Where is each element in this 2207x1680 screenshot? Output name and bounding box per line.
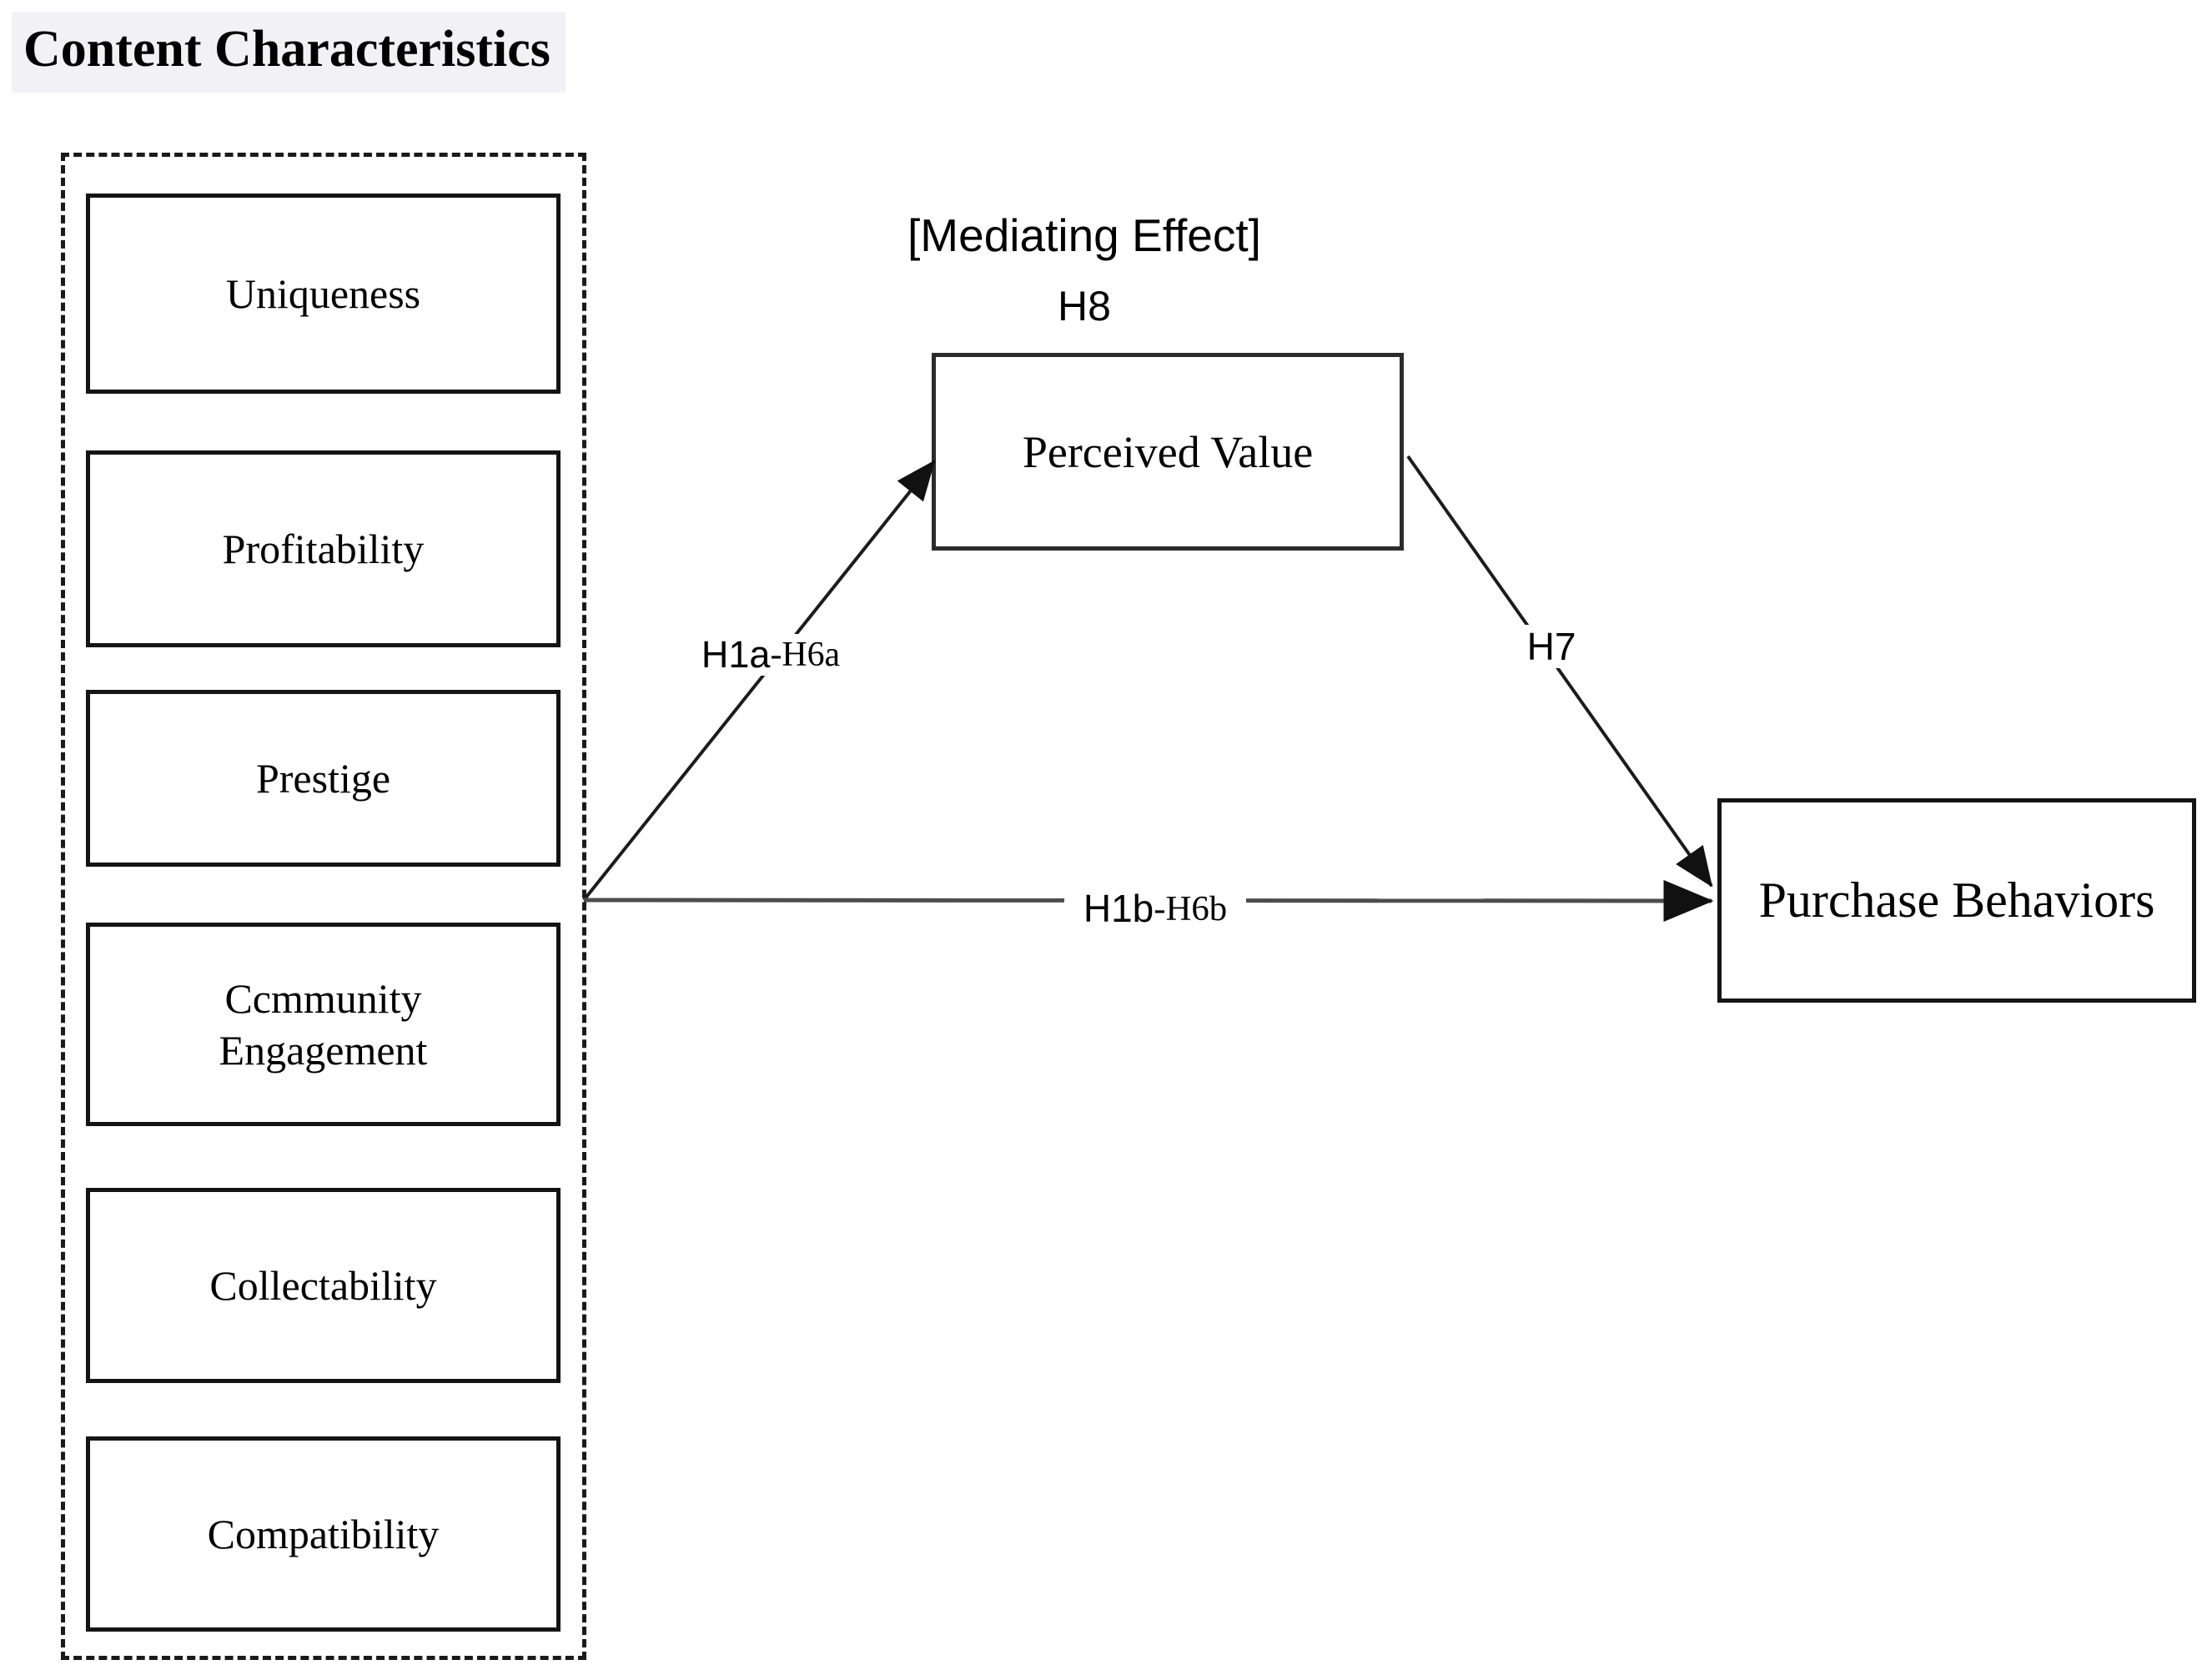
path-label-h7: H7 [1520, 625, 1583, 668]
box-community-engagement-label: Ccmmunity Engagement [219, 974, 428, 1074]
box-compatibility-label: Compatibility [207, 1510, 440, 1557]
box-profitability: Profitability [86, 450, 561, 647]
box-prestige: Prestige [86, 690, 561, 867]
box-perceived-value: Perceived Value [932, 353, 1404, 551]
path-label-h1b-part: H1b [1083, 887, 1154, 930]
path-label-h1b-h6b: H1b-H6b [1064, 887, 1246, 930]
diagram-title: Content Characteristics [12, 12, 566, 93]
mediating-effect-annotation: [Mediating Effect] [907, 209, 1261, 261]
box-purchase-behaviors: Purchase Behaviors [1717, 798, 2196, 1003]
box-purchase-behaviors-label: Purchase Behaviors [1758, 873, 2155, 928]
box-collectability-label: Collectability [209, 1261, 437, 1309]
content-characteristics-group [61, 153, 586, 1660]
box-prestige-label: Prestige [255, 754, 391, 802]
box-uniqueness-label: Uniqueness [225, 269, 421, 317]
path-label-h1a-part: H1a [701, 633, 771, 676]
arrow-h1a-h6a [582, 460, 936, 902]
box-compatibility: Compatibility [86, 1436, 561, 1632]
box-perceived-value-label: Perceived Value [1022, 426, 1314, 477]
path-label-h6a-part: -H6a [770, 636, 841, 674]
hypothesis-h8-label: H8 [1058, 283, 1111, 329]
box-community-engagement: Ccmmunity Engagement [86, 923, 561, 1126]
arrow-h7 [1406, 455, 1713, 888]
box-uniqueness: Uniqueness [86, 194, 561, 394]
box-profitability-label: Profitability [222, 525, 425, 572]
path-label-h1a-h6a: H1a-H6a [686, 633, 856, 676]
box-collectability: Collectability [86, 1188, 561, 1383]
path-label-h7-text: H7 [1526, 625, 1576, 668]
path-label-h6b-part: -H6b [1154, 888, 1228, 928]
